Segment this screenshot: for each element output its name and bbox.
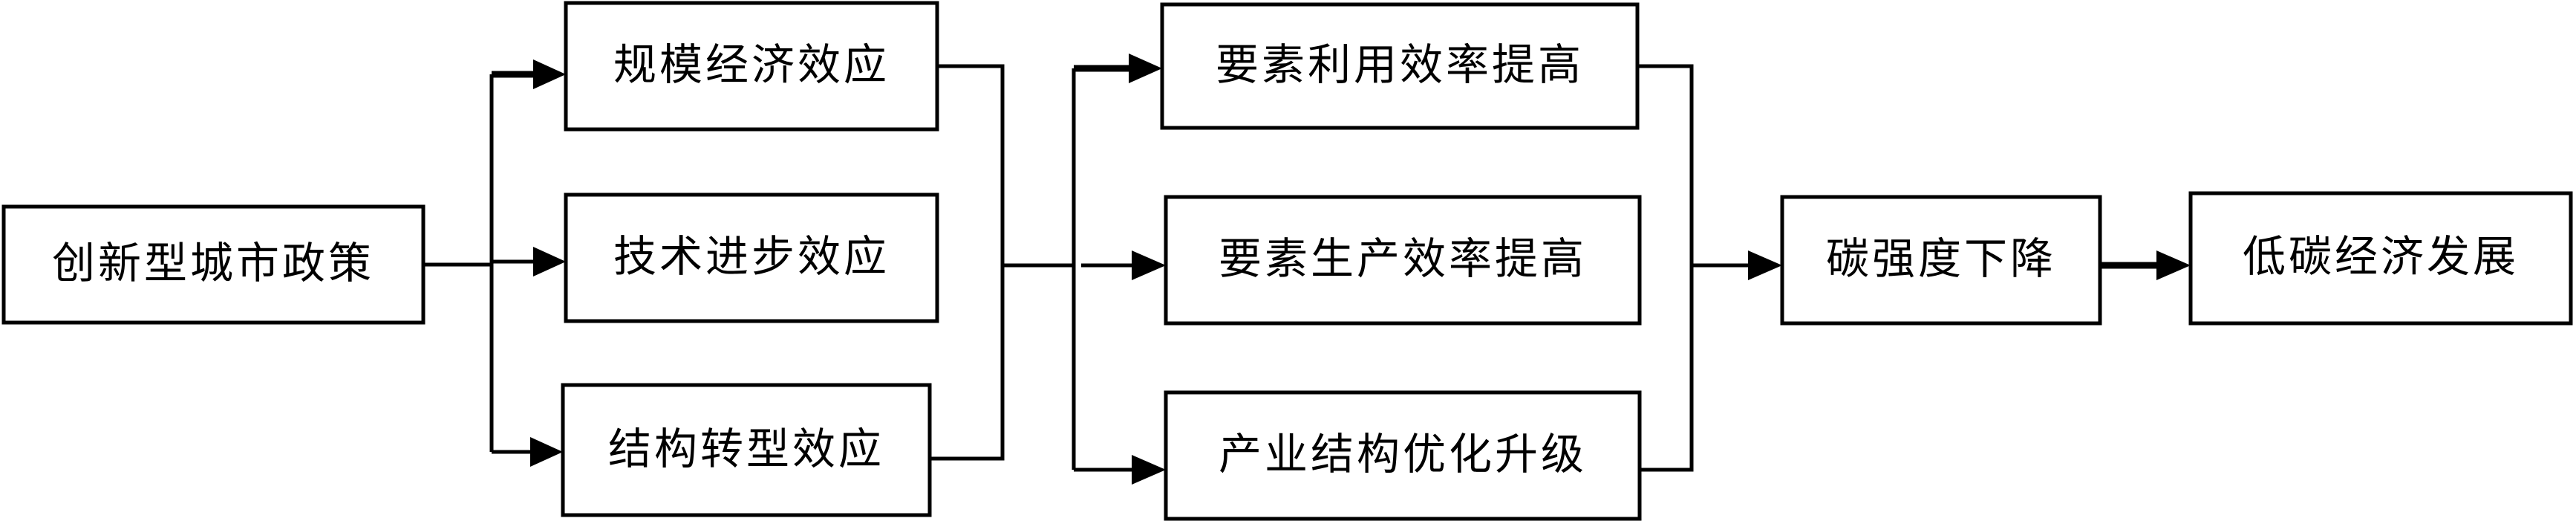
node-factor-production: 要素生产效率提高 bbox=[1164, 195, 1642, 326]
arrow-to-low-carbon bbox=[2156, 250, 2191, 280]
node-low-carbon-label: 低碳经济发展 bbox=[2243, 231, 2519, 282]
node-policy: 创新型城市政策 bbox=[1, 204, 425, 325]
node-factor-production-label: 要素生产效率提高 bbox=[1219, 233, 1587, 284]
arrow-to-tech bbox=[533, 247, 566, 276]
node-scale-effect: 规模经济效应 bbox=[564, 1, 939, 132]
node-factor-use-label: 要素利用效率提高 bbox=[1216, 39, 1584, 90]
arrow-to-carbon bbox=[1748, 250, 1782, 280]
arrow-to-factor-production bbox=[1132, 250, 1166, 280]
node-policy-label: 创新型城市政策 bbox=[52, 238, 374, 288]
node-tech-effect: 技术进步效应 bbox=[564, 193, 939, 323]
arrow-to-scale bbox=[533, 59, 566, 89]
node-scale-effect-label: 规模经济效应 bbox=[613, 39, 890, 90]
node-industry-upgrade-label: 产业结构优化升级 bbox=[1219, 429, 1587, 479]
arrow-to-structure bbox=[530, 437, 563, 467]
node-low-carbon: 低碳经济发展 bbox=[2188, 191, 2573, 326]
node-structure-effect: 结构转型效应 bbox=[561, 383, 932, 517]
arrow-to-industry-upgrade bbox=[1132, 455, 1166, 485]
node-carbon-intensity-label: 碳强度下降 bbox=[1826, 233, 2056, 284]
node-tech-effect-label: 技术进步效应 bbox=[613, 231, 890, 282]
arrow-to-factor-use bbox=[1129, 54, 1162, 83]
node-carbon-intensity: 碳强度下降 bbox=[1780, 195, 2102, 326]
connector-outcomes-out bbox=[1637, 64, 1694, 472]
node-structure-effect-label: 结构转型效应 bbox=[608, 424, 884, 474]
node-factor-use: 要素利用效率提高 bbox=[1160, 2, 1640, 130]
connector-scale-out bbox=[930, 64, 1005, 461]
node-industry-upgrade: 产业结构优化升级 bbox=[1164, 390, 1642, 521]
